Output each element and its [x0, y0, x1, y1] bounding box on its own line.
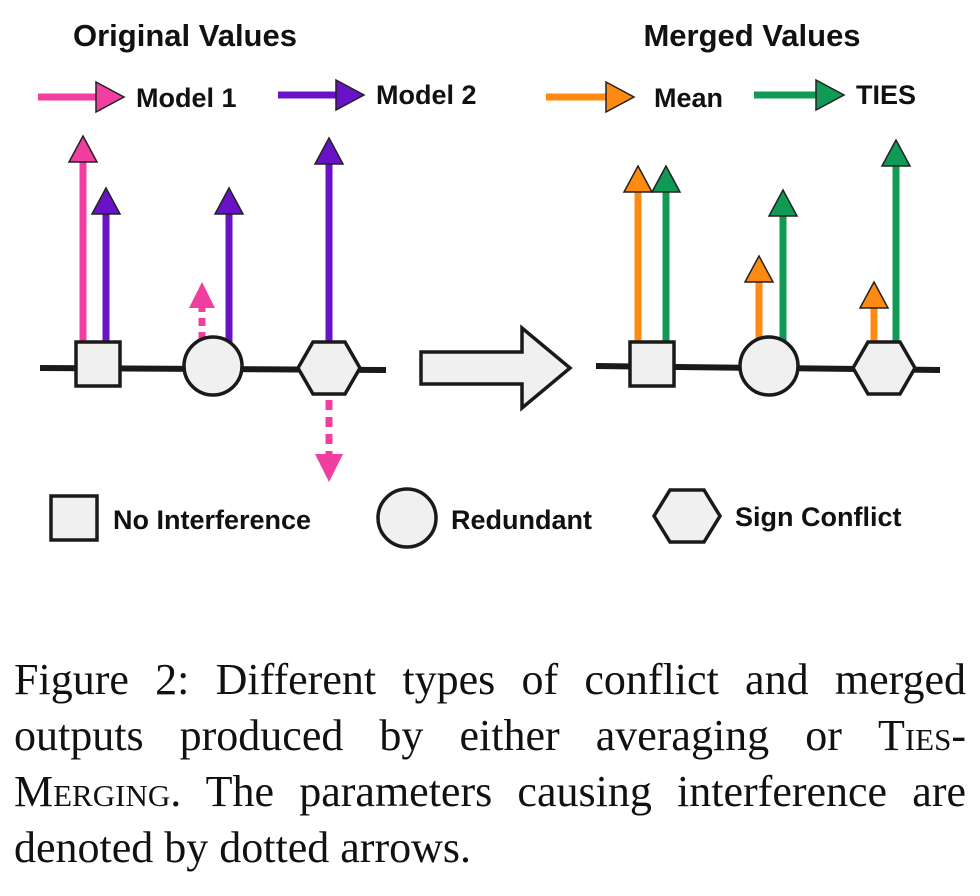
legend-ties-arrow	[754, 78, 846, 112]
hexagon-sign-conflict-merged	[850, 340, 918, 396]
legend-model1-arrow	[38, 80, 126, 114]
legend-model1-label: Model 1	[136, 83, 237, 113]
legend-hexagon-icon	[651, 488, 723, 544]
caption-text-1: Figure 2: Different types of conflict an…	[14, 655, 966, 760]
mean-arrow-circle	[743, 254, 775, 340]
model1-dotted-arrow-hexagon	[315, 400, 343, 482]
caption-dash: -	[951, 711, 966, 760]
model2-arrow-square	[90, 186, 122, 344]
legend-model2-label: Model 2	[376, 80, 477, 110]
legend-no-interference-label: No Interference	[113, 505, 311, 535]
transition-arrow	[419, 324, 573, 412]
caption-merging: Merging	[14, 767, 171, 816]
original-values-title: Original Values	[73, 18, 297, 53]
legend-mean-arrow	[546, 80, 636, 114]
mean-arrow-square	[622, 164, 654, 344]
circle-redundant-merged	[738, 335, 800, 397]
ties-arrow-hexagon	[880, 138, 912, 344]
legend-sign-conflict-label: Sign Conflict	[735, 502, 901, 532]
model2-arrow-circle	[213, 186, 245, 342]
legend-redundant-label: Redundant	[451, 505, 592, 535]
model2-arrow-hexagon	[313, 136, 345, 344]
hexagon-sign-conflict-original	[295, 340, 363, 396]
legend-mean-label: Mean	[654, 83, 723, 113]
circle-redundant-original	[182, 335, 244, 397]
diagram: Original Values Merged Values Model 1 Mo…	[38, 18, 941, 549]
ties-arrow-square	[650, 164, 682, 344]
figure-caption: Figure 2: Different types of conflict an…	[14, 652, 966, 876]
ties-arrow-circle	[767, 188, 799, 342]
legend-circle-icon	[376, 487, 438, 549]
model1-dotted-arrow-circle	[189, 282, 215, 340]
merged-values-title: Merged Values	[643, 18, 860, 53]
legend-square-icon	[49, 494, 99, 542]
caption-ties: Ties	[877, 711, 952, 760]
caption-text-2: . The parameters causing interference ar…	[14, 767, 966, 872]
legend-model2-arrow	[278, 78, 366, 112]
mean-arrow-hexagon	[858, 280, 890, 342]
square-no-interference-original	[74, 340, 122, 388]
square-no-interference-merged	[628, 340, 676, 388]
legend-ties-label: TIES	[856, 80, 916, 110]
model1-arrow-square	[67, 134, 99, 344]
